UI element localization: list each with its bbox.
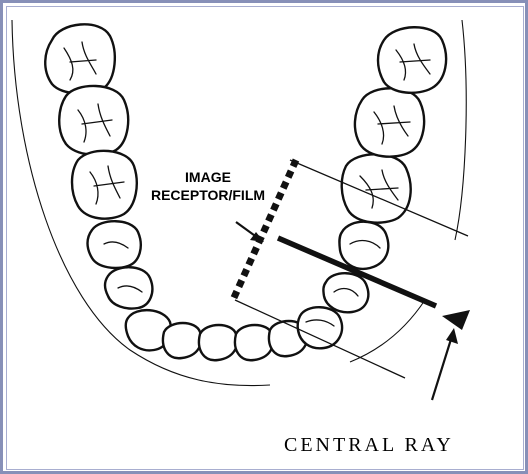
tooth-left-first-premolar <box>103 266 154 310</box>
image-receptor-label: IMAGE RECEPTOR/FILM <box>134 168 282 204</box>
image-receptor-label-line-2: RECEPTOR/FILM <box>150 187 266 203</box>
arch-outline-left <box>11 19 271 387</box>
tooth-right-canine <box>296 306 344 350</box>
tooth-left-lateral-incisor <box>161 321 203 360</box>
arch-outline-right-lower <box>349 299 426 363</box>
xray-source-marker <box>442 310 470 330</box>
tooth-left-canine <box>124 309 173 352</box>
tooth-right-first-molar <box>340 153 412 224</box>
tooth-left-central-incisor <box>197 323 239 362</box>
image-receptor-label-line-1: IMAGE <box>185 169 231 185</box>
tooth-left-first-molar <box>70 149 138 220</box>
tooth-right-second-premolar <box>338 220 390 271</box>
beam-upper-edge <box>289 159 469 237</box>
tooth-right-central-incisor <box>233 323 275 362</box>
central-ray-beam <box>276 235 438 309</box>
tooth-left-second-molar <box>58 84 130 156</box>
receptor-pointer-arrow <box>235 221 264 242</box>
central-ray-pointer-arrow <box>430 328 458 401</box>
tooth-right-first-premolar <box>322 272 370 314</box>
beam-lower-edge <box>234 299 406 379</box>
image-receptor-film <box>228 158 300 304</box>
central-ray-label: CENTRAL RAY <box>284 434 454 456</box>
tooth-right-third-molar <box>376 26 448 94</box>
tooth-left-second-premolar <box>86 220 142 270</box>
arch-outline-right <box>454 19 467 241</box>
tooth-left-third-molar <box>44 23 116 95</box>
tooth-right-second-molar <box>353 87 426 158</box>
